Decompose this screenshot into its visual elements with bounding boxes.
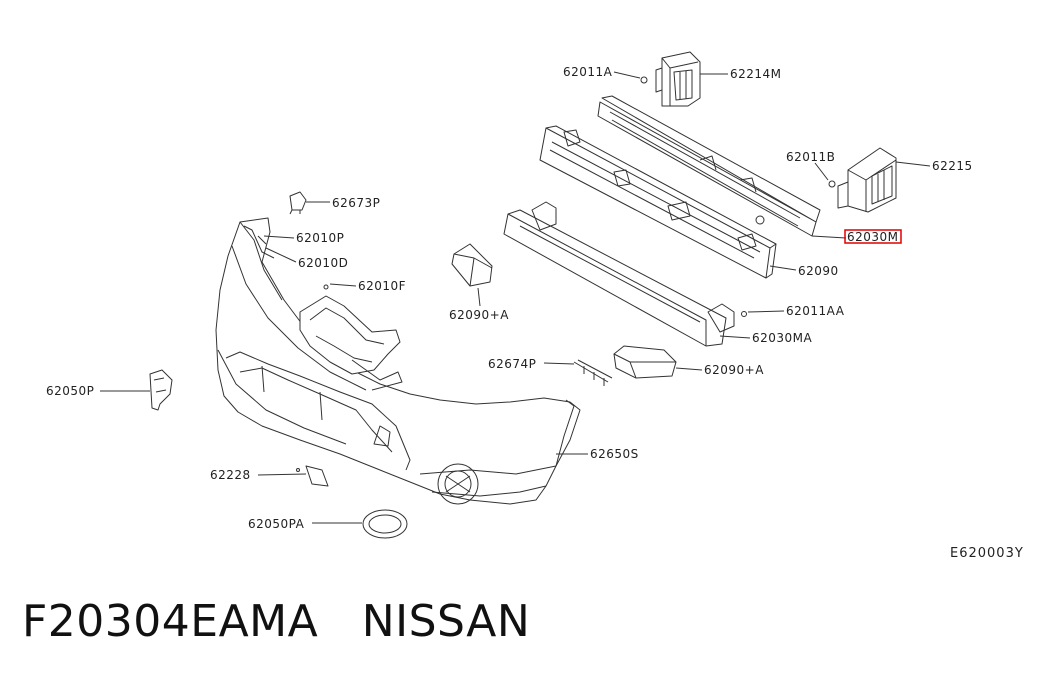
label-62228: 62228: [210, 468, 251, 482]
caption-brand: NISSAN: [361, 596, 531, 647]
bracket-62215-drawing: [828, 147, 897, 213]
diagram-reference-code: E620003Y: [950, 546, 1024, 561]
clip-62673p-drawing: [289, 191, 307, 215]
side-bracket-62050p-drawing: [149, 369, 173, 411]
label-62050p: 62050P: [46, 384, 94, 398]
label-62030m: 62030M: [847, 230, 899, 244]
label-62674p: 62674P: [488, 357, 536, 371]
absorber-62090a-right-drawing: [613, 345, 677, 379]
label-62090: 62090: [798, 264, 839, 278]
label-62010f: 62010F: [358, 279, 406, 293]
label-62090a-left: 62090+A: [449, 308, 509, 322]
reinforcement-62030ma-drawing: [503, 201, 747, 347]
label-62011b: 62011B: [786, 150, 835, 164]
label-62010d: 62010D: [298, 256, 348, 270]
label-62215: 62215: [932, 159, 973, 173]
label-62650s: 62650S: [590, 447, 639, 461]
bumper-fascia-62650s-drawing: [215, 217, 581, 505]
label-62030ma: 62030MA: [752, 331, 813, 345]
absorber-62090a-left-drawing: [451, 243, 493, 287]
label-62011aa: 62011AA: [786, 304, 845, 318]
highlight-box: [844, 229, 902, 244]
label-62214m: 62214M: [730, 67, 782, 81]
bracket-62214m-drawing: [640, 51, 701, 107]
label-62011a: 62011A: [563, 65, 613, 79]
bracket-62674p-drawing: [573, 359, 613, 386]
ring-62050pa-drawing: [362, 509, 408, 539]
tow-cover-62228-drawing: [296, 465, 329, 487]
label-62010p: 62010P: [296, 231, 344, 245]
label-62673p: 62673P: [332, 196, 380, 210]
caption-part-number: F20304EAMA: [22, 596, 319, 647]
absorber-62090-drawing: [539, 125, 777, 279]
part-caption: F20304EAMA NISSAN: [22, 596, 530, 647]
label-62050pa: 62050PA: [248, 517, 305, 531]
label-62090a-right: 62090+A: [704, 363, 764, 377]
